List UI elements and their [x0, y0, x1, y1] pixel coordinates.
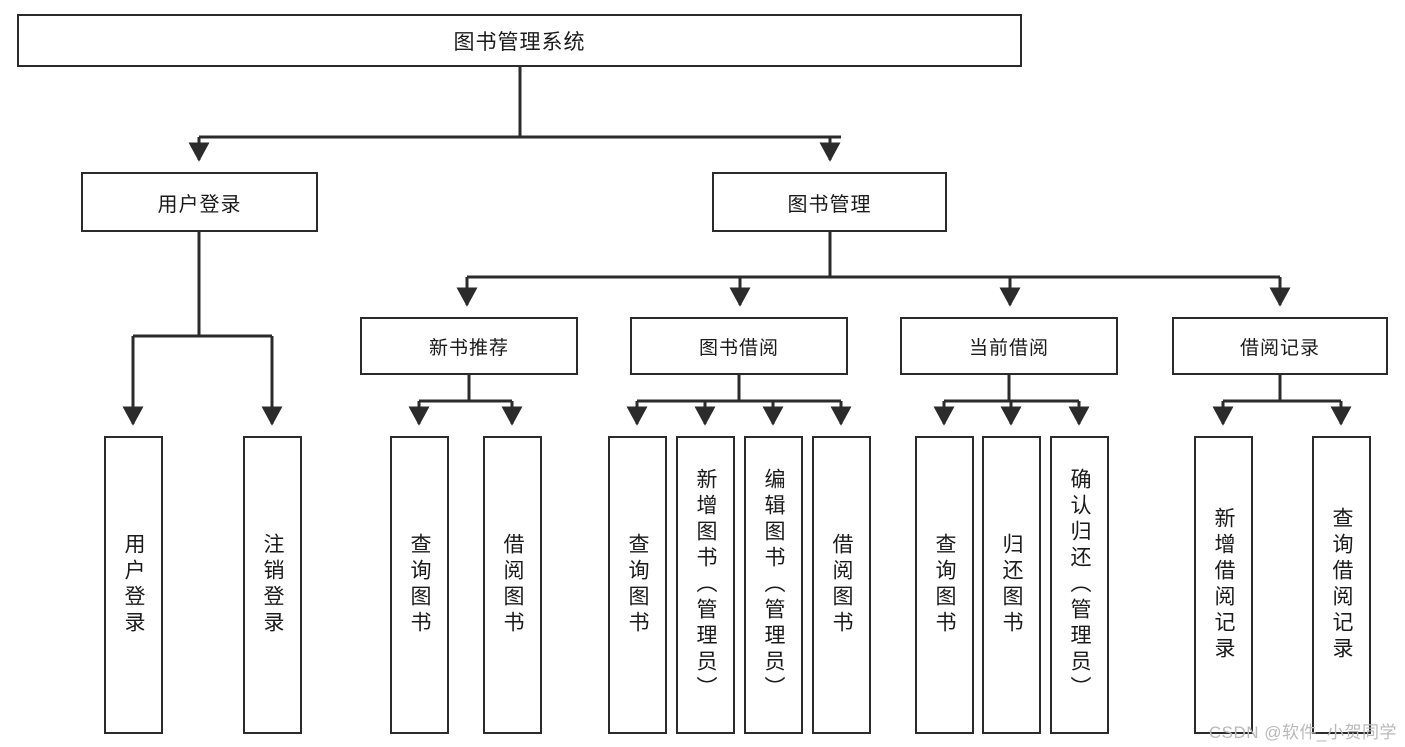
- leaf-confirm-return-admin[interactable]: 确认归还（管理员）: [1050, 436, 1109, 734]
- node-borrow-record-label: 借阅记录: [1239, 337, 1320, 359]
- leaf-return-book-label: 归还图书: [1000, 533, 1023, 637]
- node-user-login-label: 用户登录: [157, 193, 242, 216]
- node-root-label: 图书管理系统: [453, 30, 586, 54]
- leaf-query-book-2-label: 查询图书: [626, 533, 649, 637]
- leaf-confirm-return-admin-label: 确认归还（管理员）: [1068, 468, 1091, 702]
- node-book-borrow-label: 图书借阅: [698, 337, 779, 359]
- leaf-logout-login[interactable]: 注销登录: [243, 436, 302, 734]
- leaf-query-borrow-record-label: 查询借阅记录: [1330, 507, 1353, 663]
- node-book-management-label: 图书管理: [787, 193, 872, 216]
- leaf-return-book[interactable]: 归还图书: [982, 436, 1041, 734]
- leaf-add-book-admin[interactable]: 新增图书（管理员）: [676, 436, 735, 734]
- leaf-edit-book-admin-label: 编辑图书（管理员）: [762, 468, 785, 702]
- leaf-logout-login-label: 注销登录: [261, 533, 284, 637]
- node-current-borrow-label: 当前借阅: [968, 337, 1049, 359]
- leaf-query-book-1[interactable]: 查询图书: [390, 436, 449, 734]
- leaf-borrow-book-2-label: 借阅图书: [830, 533, 853, 637]
- leaf-borrow-book-1[interactable]: 借阅图书: [483, 436, 542, 734]
- leaf-query-borrow-record[interactable]: 查询借阅记录: [1312, 436, 1371, 734]
- leaf-edit-book-admin[interactable]: 编辑图书（管理员）: [744, 436, 803, 734]
- leaf-user-login[interactable]: 用户登录: [104, 436, 163, 734]
- leaf-borrow-book-2[interactable]: 借阅图书: [812, 436, 871, 734]
- leaf-query-book-2[interactable]: 查询图书: [608, 436, 667, 734]
- leaf-borrow-book-1-label: 借阅图书: [501, 533, 524, 637]
- leaf-query-book-3-label: 查询图书: [933, 533, 956, 637]
- node-new-book-recommend-label: 新书推荐: [428, 337, 509, 359]
- node-user-login[interactable]: 用户登录: [81, 172, 318, 232]
- node-book-borrow[interactable]: 图书借阅: [630, 317, 848, 375]
- node-borrow-record[interactable]: 借阅记录: [1172, 317, 1388, 375]
- leaf-query-book-3[interactable]: 查询图书: [915, 436, 974, 734]
- csdn-watermark: CSDN @软件_小贺同学: [1208, 723, 1397, 742]
- leaf-add-borrow-record[interactable]: 新增借阅记录: [1194, 436, 1253, 734]
- node-root[interactable]: 图书管理系统: [17, 14, 1022, 67]
- node-book-management[interactable]: 图书管理: [712, 172, 947, 232]
- leaf-add-borrow-record-label: 新增借阅记录: [1212, 507, 1235, 663]
- leaf-add-book-admin-label: 新增图书（管理员）: [694, 468, 717, 702]
- node-new-book-recommend[interactable]: 新书推荐: [360, 317, 578, 375]
- leaf-user-login-label: 用户登录: [122, 533, 145, 637]
- leaf-query-book-1-label: 查询图书: [408, 533, 431, 637]
- node-current-borrow[interactable]: 当前借阅: [900, 317, 1118, 375]
